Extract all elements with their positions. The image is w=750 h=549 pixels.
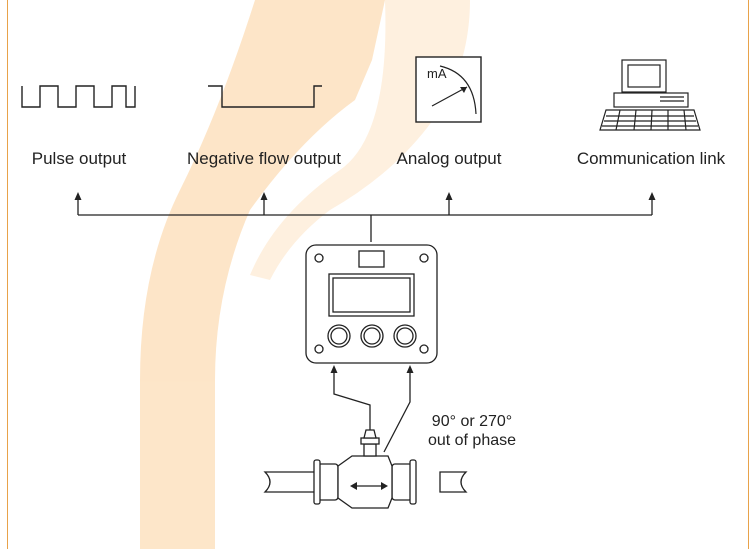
output-bus	[77, 198, 653, 242]
analog-output-label: Analog output	[396, 149, 502, 168]
output-arrows	[74, 192, 656, 200]
flow-direction-arrows	[350, 482, 388, 490]
flow-sensor-pipe	[263, 429, 468, 509]
diagram-frame	[7, 0, 749, 549]
negative-flow-waveform-icon	[208, 85, 322, 108]
negative-flow-output-label: Negative flow output	[186, 149, 342, 168]
phase-note-line-2: out of phase	[427, 432, 517, 449]
watermark-logo	[140, 0, 470, 549]
computer-icon	[599, 59, 701, 131]
pulse-output-label: Pulse output	[31, 149, 127, 168]
sensor-signal-arrows	[330, 365, 414, 373]
communication-link-label: Communication link	[576, 149, 726, 168]
meter-unit-label: mA	[427, 66, 447, 81]
sensor-signal-lines	[333, 372, 411, 453]
flow-indicator-device	[305, 244, 438, 364]
phase-note-line-1: 90° or 270°	[431, 413, 513, 430]
analog-meter-icon	[415, 56, 482, 123]
phase-note: 90° or 270° out of phase	[417, 412, 527, 450]
pulse-waveform-icon	[21, 85, 136, 108]
